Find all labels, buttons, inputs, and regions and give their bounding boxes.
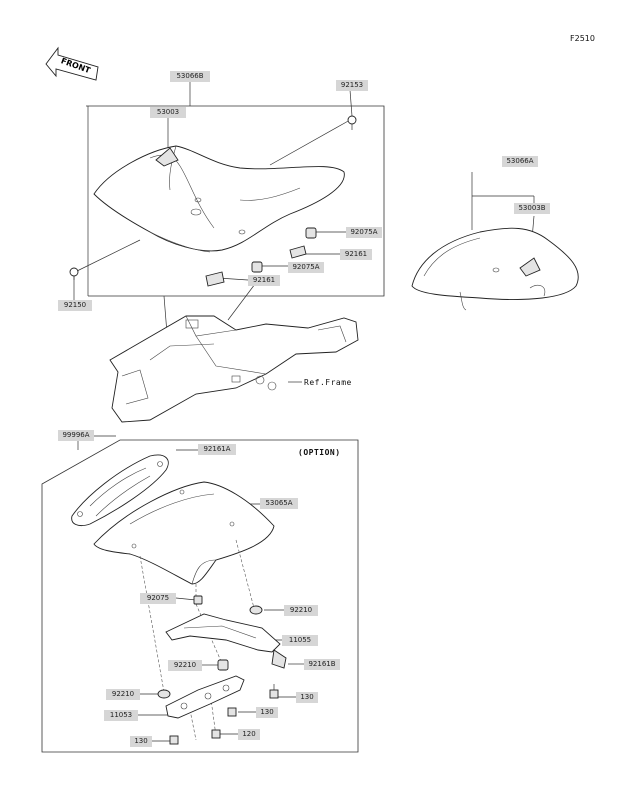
damper-option-icon <box>193 595 203 605</box>
bolt-130-right-icon <box>269 684 279 699</box>
callout-92210-center: 92210 <box>168 660 202 671</box>
seat-assembly-frame <box>86 105 385 297</box>
callout-92210-right: 92210 <box>284 605 318 616</box>
damper-icon <box>305 227 317 239</box>
callout-92150: 92150 <box>58 300 92 311</box>
callout-92075: 92075 <box>140 593 176 604</box>
callout-92161-right: 92161 <box>340 249 372 260</box>
damper-lower-icon <box>251 261 263 273</box>
callout-92161a: 92161A <box>198 444 236 455</box>
clip-center-icon <box>205 271 225 287</box>
bolt-top-icon <box>347 115 357 130</box>
callout-11055: 11055 <box>282 635 318 646</box>
pillion-seat-drawing <box>411 227 579 311</box>
option-cover-drawing <box>93 481 275 585</box>
callout-53003: 53003 <box>150 107 186 118</box>
lower-bracket-drawing <box>165 675 245 719</box>
callout-92161b: 92161B <box>304 659 340 670</box>
bolt-120-icon <box>211 729 221 739</box>
callout-53066a: 53066A <box>502 156 538 167</box>
collar-left-icon <box>157 689 171 699</box>
ref-frame-label: Ref.Frame <box>304 378 352 387</box>
callout-11053: 11053 <box>104 710 138 721</box>
callout-92161-center: 92161 <box>248 275 280 286</box>
page-code: F2510 <box>570 34 595 43</box>
option-tag: (OPTION) <box>298 448 341 457</box>
callout-120: 120 <box>238 729 260 740</box>
callout-53065a: 53065A <box>260 498 298 509</box>
callout-92153: 92153 <box>336 80 368 91</box>
bolt-130-left-icon <box>169 735 179 745</box>
clip-right-icon <box>289 245 307 259</box>
ref-frame-drawing <box>109 315 359 423</box>
upper-bracket-drawing <box>165 613 287 669</box>
collar-right-icon <box>249 605 263 615</box>
option-kit-frame <box>41 439 359 753</box>
front-arrow-icon: FRONT <box>45 46 99 81</box>
seat-drawing <box>93 145 345 253</box>
callout-130-left: 130 <box>130 736 152 747</box>
option-clip-drawing <box>71 454 169 527</box>
callout-92075a-lower: 92075A <box>288 262 324 273</box>
callout-92210-left: 92210 <box>106 689 140 700</box>
callout-99996a: 99996A <box>58 430 94 441</box>
bolt-left-icon <box>69 267 79 280</box>
bolt-130-center-icon <box>227 707 237 717</box>
collar-center-icon <box>217 659 229 671</box>
callout-53003b: 53003B <box>514 203 550 214</box>
callout-92075a: 92075A <box>346 227 382 238</box>
callout-130-center: 130 <box>256 707 278 718</box>
callout-53066b: 53066B <box>170 71 210 82</box>
callout-130-right: 130 <box>296 692 318 703</box>
